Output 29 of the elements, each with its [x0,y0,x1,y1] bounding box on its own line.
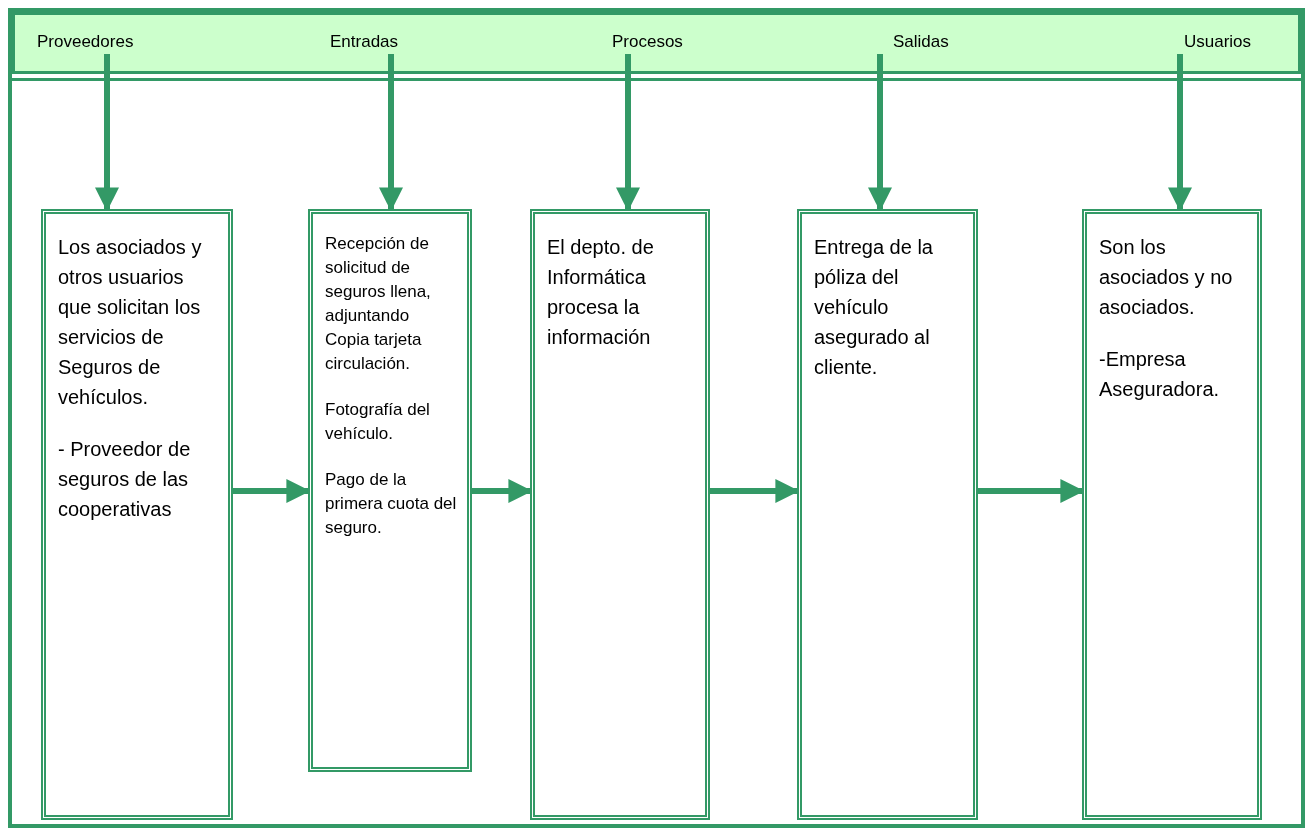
box-text: - Proveedor de seguros de las cooperativas [58,437,192,522]
arrow [472,479,533,503]
header-band [12,12,1301,74]
arrow [1168,54,1192,212]
arrow [710,479,800,503]
box-text: Entrega de la póliza del vehículo asegurado al cliente. [814,235,934,380]
arrow [978,479,1085,503]
process-box [530,209,710,820]
column-heading: Procesos [612,32,683,54]
box-text: Fotografía del vehículo. [325,399,431,445]
arrow [379,54,403,212]
box-text: Pago de la primera cuota del seguro. [325,469,457,539]
box-text: -Empresa Aseguradora. [1099,347,1221,402]
arrow [868,54,892,212]
box-text: Los asociados y otros usuarios que solicitan los servicios de Seguros de vehículos. [58,235,203,410]
process-box [41,209,233,820]
arrow [95,54,119,212]
column-heading: Usuarios [1150,32,1252,54]
box-text: El depto. de Informática procesa la información [547,235,655,350]
process-box [308,209,472,772]
column-heading: Salidas [868,32,949,54]
arrow [616,54,640,212]
arrow [233,479,311,503]
box-text: Son los asociados y no asociados. [1099,235,1234,320]
process-box [1082,209,1262,820]
column-heading: Entradas [330,32,399,54]
box-text: Recepción de solicitud de seguros llena, adjuntando Copia tarjeta circulación. [325,233,432,375]
column-heading: Proveedores [37,32,134,54]
process-box [797,209,978,820]
